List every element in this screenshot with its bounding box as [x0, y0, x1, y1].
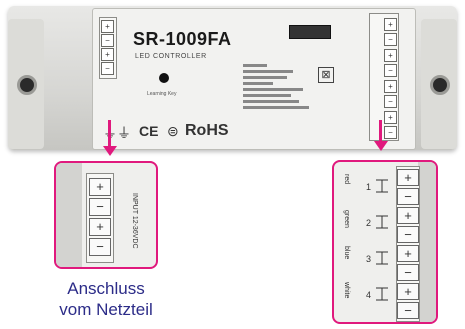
output-terminal-zoom: + − + − + − + − — [396, 166, 420, 322]
terminal-plus: + — [101, 48, 114, 61]
caption-line-1: Anschluss — [67, 279, 145, 298]
learning-key-label: Learning Key — [147, 91, 177, 97]
input-terminal-zoom: + − + − — [86, 173, 114, 263]
terminal-minus: − — [397, 302, 419, 319]
led-controller-housing: + − + − SR-1009FA LED CONTROLLER Learnin… — [8, 6, 457, 150]
device-subtitle: LED CONTROLLER — [135, 53, 207, 60]
terminal-minus: − — [384, 126, 397, 139]
terminal-plus: + — [397, 207, 419, 224]
channel-name: red — [343, 174, 350, 185]
specification-text-block — [243, 61, 313, 121]
terminal-minus: − — [397, 264, 419, 281]
model-name: SR-1009FA — [133, 29, 232, 49]
class-ii-icon: ⊜ — [167, 123, 179, 139]
channel-number: 2 — [366, 218, 372, 228]
channel-number: 1 — [366, 182, 372, 192]
channel-name: blue — [343, 246, 350, 260]
terminal-minus: − — [101, 62, 114, 75]
power-supply-caption: Anschluss vom Netzteil — [44, 278, 168, 320]
channel-name: green — [343, 210, 350, 228]
learning-key-button[interactable] — [159, 73, 169, 83]
terminal-plus: + — [384, 18, 397, 31]
terminal-minus: − — [384, 64, 397, 77]
terminal-plus: + — [397, 169, 419, 186]
pointer-arrow-icon — [374, 141, 388, 151]
dip-switch[interactable] — [289, 25, 331, 39]
channel-name: white — [343, 282, 350, 299]
pointer-line — [108, 120, 111, 148]
wiring-lines — [376, 179, 388, 301]
caption-line-2: vom Netzteil — [59, 300, 153, 319]
terminal-minus: − — [397, 188, 419, 205]
terminal-minus: − — [397, 226, 419, 243]
terminal-minus: − — [384, 33, 397, 46]
pointer-line — [379, 120, 382, 142]
terminal-plus: + — [384, 49, 397, 62]
right-mounting-flange — [421, 19, 457, 149]
ce-mark: CE — [139, 123, 159, 139]
terminal-minus: − — [89, 238, 111, 256]
housing-edge — [418, 162, 436, 322]
input-terminal-callout: + − + − INPUT 12-36VDC — [54, 161, 158, 269]
terminal-minus: − — [384, 95, 397, 108]
input-voltage-label: INPUT 12-36VDC — [131, 193, 138, 249]
terminal-plus: + — [397, 245, 419, 262]
pointer-arrow-icon — [103, 146, 117, 156]
channel-number: 3 — [366, 254, 372, 264]
device-label-plate: + − + − SR-1009FA LED CONTROLLER Learnin… — [92, 8, 416, 150]
channel-number: 4 — [366, 290, 372, 300]
terminal-plus: + — [384, 80, 397, 93]
left-mounting-flange — [8, 19, 44, 149]
input-terminal-strip: + − + − — [99, 17, 117, 79]
terminal-minus: − — [89, 198, 111, 216]
screw-icon — [17, 75, 37, 95]
output-terminal-strip: + − + − + − + − — [369, 13, 399, 141]
terminal-plus: + — [89, 218, 111, 236]
terminal-plus: + — [384, 111, 397, 124]
weee-bin-icon: ⊠ — [318, 67, 334, 83]
output-terminal-callout: red 1 green 2 blue 3 white 4 + − + − — [332, 160, 438, 324]
terminal-plus: + — [89, 178, 111, 196]
terminal-plus: + — [101, 20, 114, 33]
terminal-plus: + — [397, 283, 419, 300]
screw-icon — [430, 75, 450, 95]
terminal-minus: − — [101, 34, 114, 47]
housing-edge — [56, 163, 82, 267]
rohs-mark: RoHS — [185, 122, 229, 139]
channel-wiring-diagram: red 1 green 2 blue 3 white 4 — [338, 168, 408, 316]
